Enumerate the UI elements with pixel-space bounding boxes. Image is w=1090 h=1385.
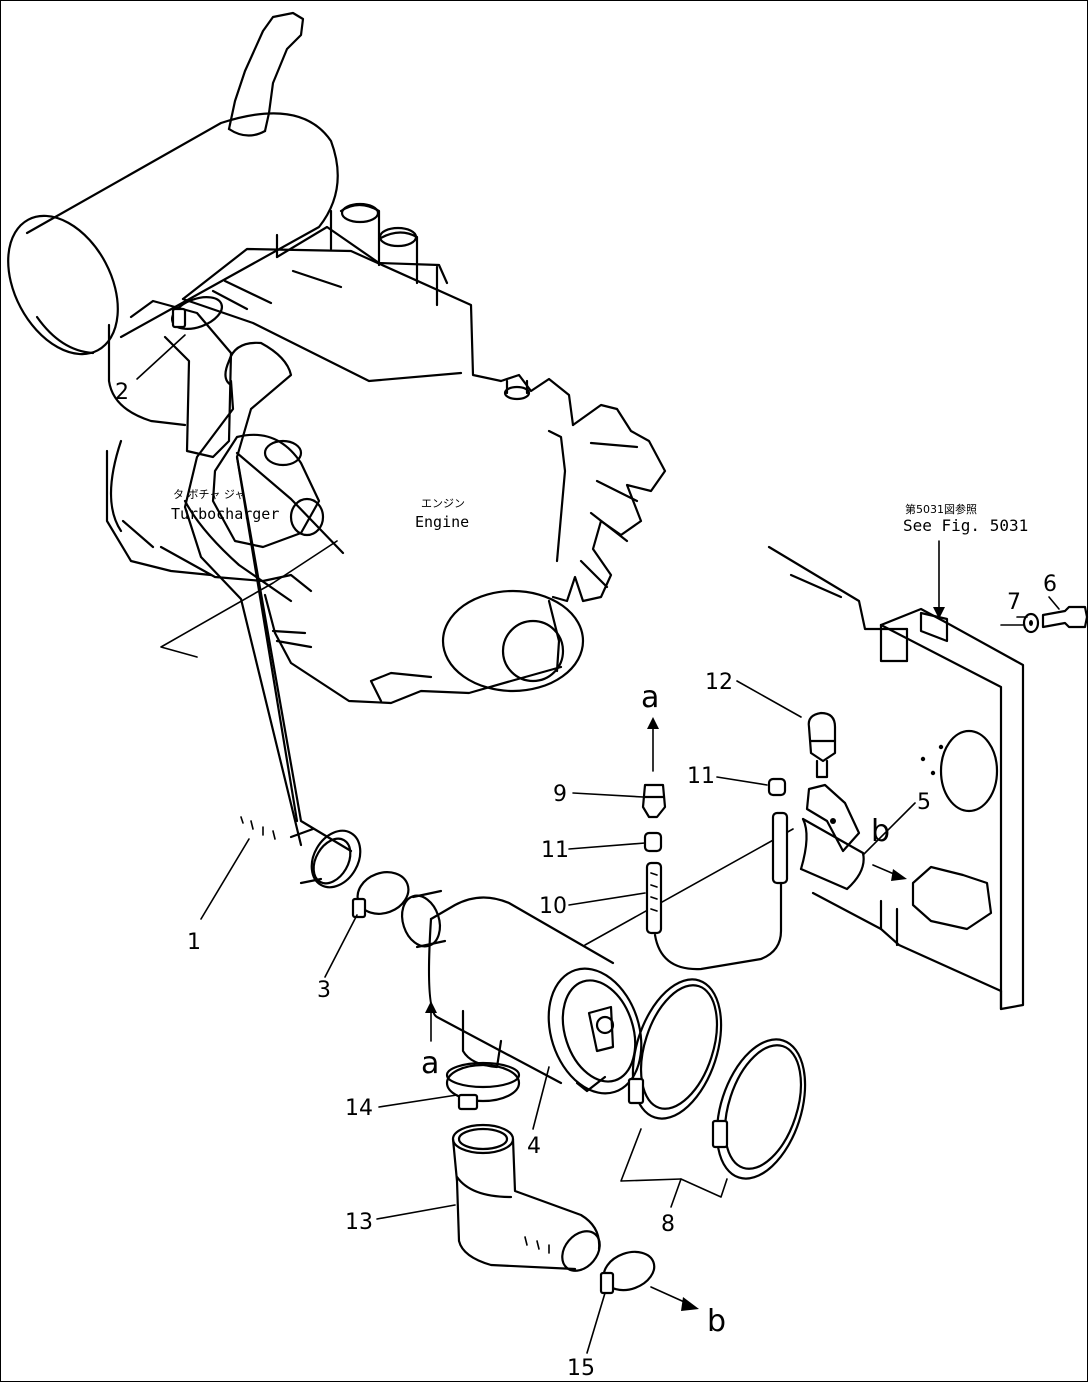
see-fig-label: See Fig. 5031 xyxy=(903,516,1028,535)
callout-12: 12 xyxy=(705,670,733,695)
clamp-14 xyxy=(445,1061,521,1111)
bracket-5 xyxy=(799,783,865,891)
callout-9: 9 xyxy=(553,782,567,807)
elbow-hose-13 xyxy=(451,1123,601,1272)
clamp-2 xyxy=(171,296,223,330)
callout-11-b: 11 xyxy=(687,764,715,789)
connector-b-right: b xyxy=(871,814,890,849)
engine-assembly: タ ボチャ ジャ Turbocharger エンジン Engine xyxy=(7,11,667,705)
callout-15: 15 xyxy=(567,1356,595,1381)
callout-1: 1 xyxy=(187,930,201,955)
connector-arrows xyxy=(425,717,907,1311)
callout-numbers: 2 1 3 4 5 6 7 8 9 10 11 11 12 13 14 15 xyxy=(115,380,1057,1381)
hose-10 xyxy=(645,811,789,971)
dust-indicator-12 xyxy=(807,711,837,779)
engine-label-jp: エンジン xyxy=(421,497,465,510)
callout-6: 6 xyxy=(1043,572,1057,597)
clamp-8-b xyxy=(711,1038,807,1180)
callout-14: 14 xyxy=(345,1096,373,1121)
frame-panel: 第5031図参照 See Fig. 5031 xyxy=(767,502,1028,1011)
callout-3: 3 xyxy=(317,978,331,1003)
clip-11 xyxy=(643,777,787,853)
turbocharger-label: Turbocharger xyxy=(171,505,279,523)
leader-lines xyxy=(136,334,1060,1354)
callout-4: 4 xyxy=(527,1134,541,1159)
callout-10: 10 xyxy=(539,894,567,919)
connector-b-bottom: b xyxy=(707,1304,726,1339)
connector-letters: a a b b xyxy=(421,680,890,1339)
turbocharger-label-jp: タ ボチャ ジャ xyxy=(173,488,245,501)
callout-8: 8 xyxy=(661,1212,675,1237)
bolt-6 xyxy=(1041,605,1089,629)
callout-7: 7 xyxy=(1007,590,1021,615)
clamp-15 xyxy=(599,1250,656,1295)
fitting-9 xyxy=(641,783,667,819)
clamp-3 xyxy=(351,871,410,919)
clamp-8-a xyxy=(627,978,723,1120)
air-cleaner xyxy=(400,828,794,1095)
hose-1 xyxy=(183,341,362,889)
washer-7 xyxy=(1022,612,1040,634)
see-fig-label-jp: 第5031図参照 xyxy=(905,502,977,516)
connector-a-bottom: a xyxy=(421,1046,439,1081)
callout-11-a: 11 xyxy=(541,838,569,863)
connector-a-top: a xyxy=(641,680,659,715)
callout-13: 13 xyxy=(345,1210,373,1235)
callout-5: 5 xyxy=(917,790,931,815)
callout-2: 2 xyxy=(115,380,129,405)
engine-label: Engine xyxy=(415,513,469,531)
